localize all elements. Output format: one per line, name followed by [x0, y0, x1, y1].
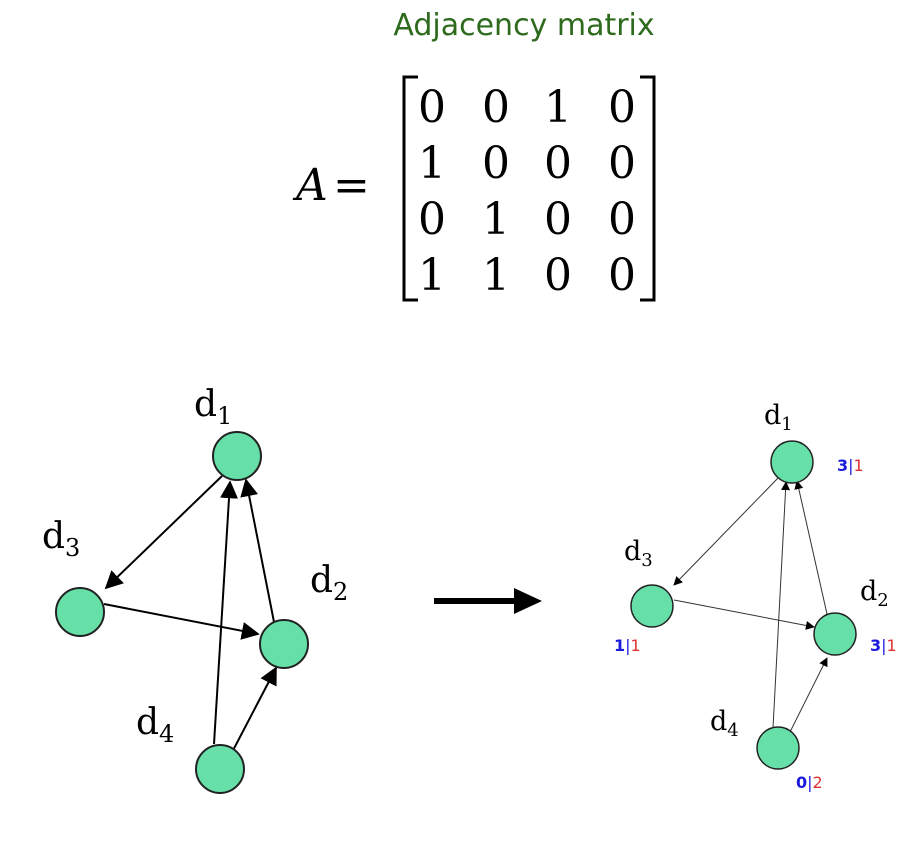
transform-arrow-head	[514, 588, 542, 614]
left-graph-labels: d1 d2 d3 d4	[42, 384, 348, 748]
degree-d4: 0|2	[796, 773, 823, 792]
matrix-cell: 0	[544, 138, 572, 189]
matrix-cell: 0	[418, 82, 446, 133]
matrix-cell: 0	[608, 194, 636, 245]
left-graph-nodes	[55, 431, 309, 794]
node-d1	[212, 431, 262, 481]
matrix-cell: 1	[482, 194, 510, 245]
right-graph-nodes	[630, 440, 857, 770]
node-d4	[756, 726, 800, 770]
edge-d4-d2	[227, 666, 277, 761]
node-d3	[55, 587, 105, 637]
edge-d4-d2	[785, 657, 828, 741]
transform-arrow	[434, 588, 542, 614]
node-d4	[195, 744, 245, 794]
node-label-d1: d1	[764, 400, 793, 435]
matrix-cell: 0	[418, 194, 446, 245]
node-label-d3: d3	[624, 536, 653, 571]
right-graph	[673, 476, 828, 741]
matrix-cell: 1	[418, 250, 446, 301]
node-d2	[813, 612, 857, 656]
matrix-cell: 0	[482, 82, 510, 133]
right-graph-labels: d1 d2 d3 d4	[624, 400, 889, 741]
adjacency-matrix: A = 0 0 1 0 1 0 0 0 0 1 0 0 1 1 0 0	[292, 75, 656, 302]
node-d1	[770, 440, 814, 484]
matrix-equals: =	[333, 160, 370, 211]
matrix-left-bracket	[402, 75, 418, 302]
matrix-cell: 0	[608, 250, 636, 301]
matrix-cell: 0	[608, 82, 636, 133]
node-label-d3: d3	[42, 516, 80, 562]
matrix-symbol: A	[292, 160, 328, 211]
edge-d4-d1	[772, 481, 791, 729]
matrix-cell: 1	[418, 138, 446, 189]
edge-d2-d1	[240, 478, 275, 623]
degree-d1: 3|1	[837, 456, 864, 475]
matrix-cell: 0	[608, 138, 636, 189]
edge-d2-d1	[794, 480, 828, 615]
degree-d2: 3|1	[870, 636, 897, 655]
edge-d3-d2	[103, 603, 260, 640]
node-label-d2: d2	[310, 560, 348, 606]
edge-d4-d1	[213, 480, 238, 745]
matrix-cell: 0	[544, 250, 572, 301]
matrix-cell: 0	[544, 194, 572, 245]
node-d3	[630, 584, 674, 628]
matrix-right-bracket	[640, 75, 656, 302]
node-label-d4: d4	[710, 706, 739, 741]
left-graph	[103, 475, 277, 761]
node-label-d1: d1	[194, 384, 232, 430]
diagram-title: Adjacency matrix	[393, 8, 655, 43]
edge-d3-d2	[673, 599, 815, 630]
matrix-cell: 1	[544, 82, 572, 133]
node-d2	[259, 619, 309, 669]
matrix-cell: 1	[482, 250, 510, 301]
node-label-d4: d4	[136, 702, 174, 748]
edge-d1-d3	[104, 475, 223, 590]
matrix-cell: 0	[482, 138, 510, 189]
degree-d3: 1|1	[614, 636, 641, 655]
degree-labels: 3|1 3|1 1|1 0|2	[614, 456, 897, 792]
node-label-d2: d2	[860, 576, 889, 611]
edge-d1-d3	[673, 476, 780, 586]
